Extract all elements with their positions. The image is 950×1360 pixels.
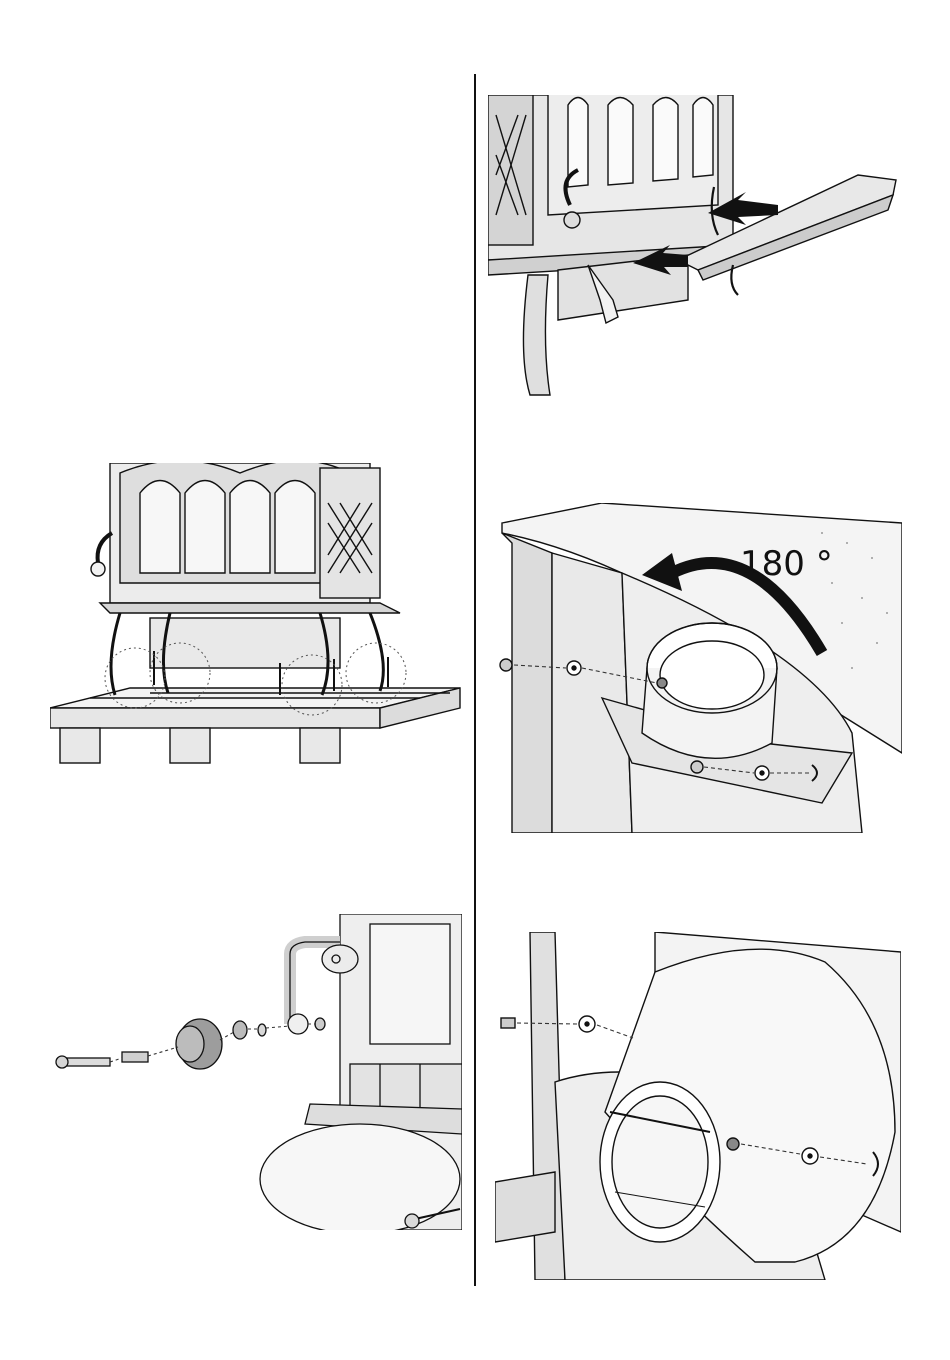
flue-collar-mounted-illustration	[495, 932, 901, 1280]
column-divider	[474, 74, 476, 1286]
stove-on-pallet-illustration	[50, 463, 462, 770]
rotation-angle-label: 180 °	[740, 544, 833, 584]
door-handle-assembly-illustration	[50, 914, 462, 1230]
ashpan-insertion-illustration	[488, 95, 898, 405]
flue-collar-rotation-illustration: 180 °	[492, 503, 902, 833]
